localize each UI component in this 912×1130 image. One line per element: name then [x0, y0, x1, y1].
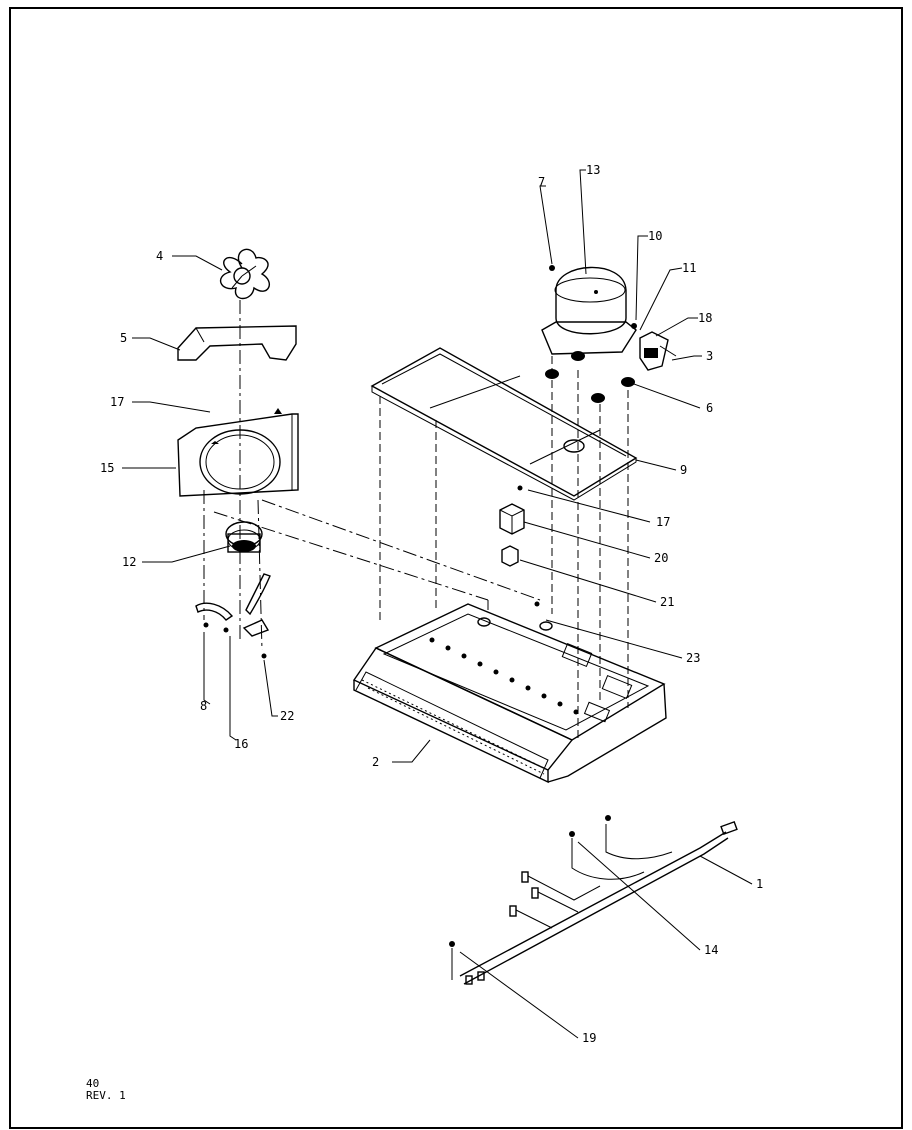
callout-12: 12 [122, 555, 136, 569]
callout-20: 20 [654, 551, 668, 565]
callout-19: 19 [582, 1031, 596, 1045]
compressor [541, 265, 637, 355]
callout-3: 3 [706, 349, 713, 363]
callout-14: 14 [704, 943, 718, 957]
fan-bracket [177, 325, 297, 361]
callout-17-left: 17 [110, 395, 124, 409]
grommets [545, 351, 635, 403]
callout-1: 1 [756, 877, 763, 891]
callout-18: 18 [698, 311, 712, 325]
callout-8: 8 [200, 699, 207, 713]
callout-2: 2 [372, 755, 379, 769]
callout-7: 7 [538, 175, 545, 189]
fan-blade [219, 248, 271, 300]
callout-15: 15 [100, 461, 114, 475]
callout-23: 23 [686, 651, 700, 665]
callout-11: 11 [682, 261, 696, 275]
fan-housing [177, 413, 299, 497]
top-cover [370, 347, 638, 501]
base-pan [352, 603, 667, 784]
footer-page-number: 40 [86, 1077, 100, 1090]
footer-revision: REV. 1 [86, 1089, 126, 1102]
screws [203, 408, 540, 659]
fan-motor [225, 521, 263, 553]
relay-assembly [631, 323, 677, 371]
callout-6: 6 [706, 401, 713, 415]
wire-harness [449, 815, 738, 985]
callout-10: 10 [648, 229, 662, 243]
callout-5: 5 [120, 331, 127, 345]
callout-9: 9 [680, 463, 687, 477]
callout-13: 13 [586, 163, 600, 177]
start-capacitor [499, 503, 525, 535]
callout-22: 22 [280, 709, 294, 723]
callout-21: 21 [660, 595, 674, 609]
leader-lines [122, 169, 753, 1039]
start-relay [501, 545, 519, 567]
callout-4: 4 [156, 249, 163, 263]
base-vent-slots [429, 637, 579, 715]
page-border [9, 7, 903, 1129]
callout-16: 16 [234, 737, 248, 751]
motor-brackets [195, 573, 271, 637]
callout-17-right: 17 [656, 515, 670, 529]
